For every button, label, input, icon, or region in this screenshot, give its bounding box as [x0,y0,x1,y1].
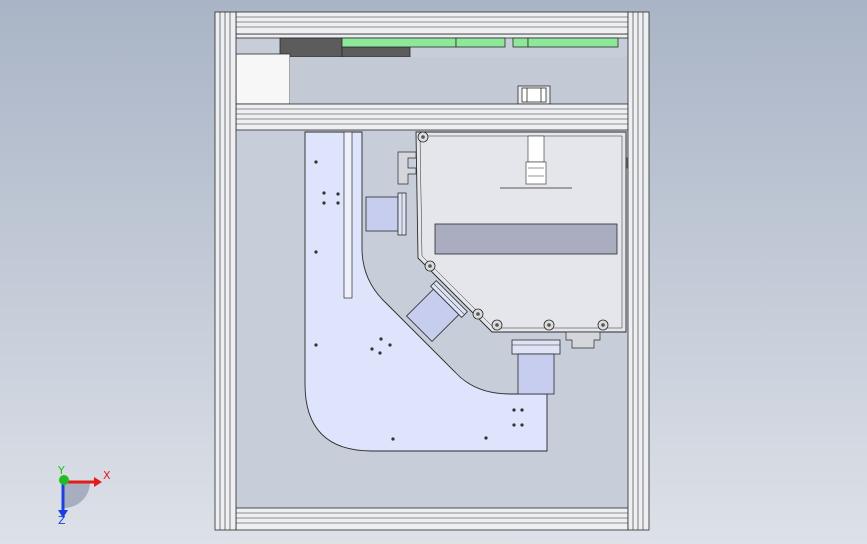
triad-y-axis [59,475,69,485]
pipe-connectors [365,192,561,395]
top-crossbar [235,11,629,35]
white-module [235,53,291,105]
triad-x-label: X [103,469,111,482]
main-housing [397,131,632,349]
green-terminal-block-1 [341,37,457,48]
triad-y-label: Y [57,464,65,477]
pipe-vertical-flange [511,339,561,355]
green-terminal-block-2 [455,37,506,48]
orientation-triad[interactable]: X Y Z [57,464,111,527]
middle-crossbar [235,103,629,131]
top-electronics-bay [235,33,629,105]
cable-gland-nut [521,87,547,103]
pipe-vertical [517,353,555,395]
green-terminal-block-3 [512,37,529,48]
plate-holes [314,160,524,441]
plate-body [304,131,548,452]
bottom-crossbar [235,507,629,531]
left-extrusion [214,11,237,531]
triad-arc [64,482,90,508]
bracket-bottom [565,331,601,349]
shelf-back [290,57,628,104]
triad-z-label: Z [58,514,66,527]
mounting-lug [417,131,609,331]
pipe-horizontal [365,196,399,232]
housing-window [434,223,618,255]
top-rail-strip [235,33,629,39]
dark-board-tail [341,46,411,58]
mounting-plate [304,131,548,452]
plate-rib [343,131,353,299]
sensor-post [527,135,545,163]
green-terminal-block-4 [527,37,619,48]
bracket-left [397,151,417,185]
right-extrusion [627,11,650,531]
